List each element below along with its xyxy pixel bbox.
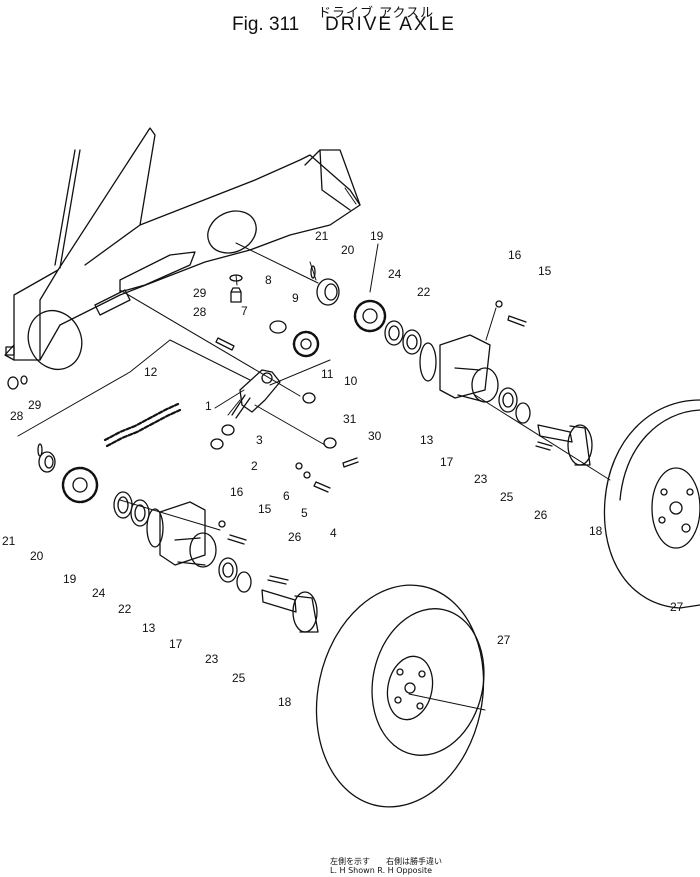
sprocket-small-9: [292, 330, 320, 358]
bearings-lower: [113, 491, 164, 548]
callout-27-upper: 27: [670, 600, 684, 614]
leader-lines: [17, 187, 611, 711]
callout-22-upper: 22: [417, 285, 431, 299]
callout-labels: 1 2 3 4 5 6 7 8 9 10 11 12 13 13 15 15 1…: [2, 229, 684, 709]
callout-8: 8: [265, 273, 272, 287]
footer-note-japanese: 左側を示す 右側は勝手違い: [330, 857, 442, 866]
sprocket-hub-20: [38, 278, 340, 473]
wheel-upper-right: [603, 399, 700, 609]
axle-housing-lower-17: [159, 501, 217, 568]
figure-number: Fig. 311: [232, 14, 300, 35]
callout-20-upper: 20: [341, 243, 355, 257]
callout-24-upper: 24: [388, 267, 402, 281]
footer-note: L. H Shown R. H Opposite: [330, 866, 433, 875]
wheel-lower: [315, 584, 485, 808]
callout-3: 3: [256, 433, 263, 447]
callout-23-lower: 23: [205, 652, 219, 666]
callout-25-upper: 25: [500, 490, 514, 504]
axle-housing-upper-17: [439, 334, 499, 403]
figure-title: DRIVE AXLE: [325, 14, 456, 35]
callout-17-lower: 17: [169, 637, 183, 651]
callout-23-upper: 23: [474, 472, 488, 486]
callout-6: 6: [283, 489, 290, 503]
callout-5: 5: [301, 506, 308, 520]
chain-case-frame: [4, 127, 361, 370]
callout-15-upper: 15: [538, 264, 552, 278]
callout-20-lower: 20: [30, 549, 44, 563]
callout-13-lower: 13: [142, 621, 156, 635]
callout-28-lower: 28: [10, 409, 24, 423]
callout-21-lower: 21: [2, 534, 16, 548]
callout-1: 1: [205, 399, 212, 413]
callout-19-lower: 19: [63, 572, 77, 586]
callout-29-lower: 29: [28, 398, 42, 412]
callout-15-lower: 15: [258, 502, 272, 516]
bearings-upper-right: [498, 387, 531, 424]
callout-4: 4: [330, 526, 337, 540]
axle-shaft-lower-18: [261, 575, 319, 633]
callout-11: 11: [321, 367, 334, 381]
callout-16-lower: 16: [230, 485, 244, 499]
callout-9: 9: [292, 291, 299, 305]
axle-shaft-upper-18: [535, 424, 593, 466]
callout-10: 10: [344, 374, 358, 388]
callout-17-upper: 17: [440, 455, 454, 469]
small-hardware: [7, 265, 527, 545]
sprocket-upper-19: [353, 299, 387, 333]
callout-7: 7: [241, 304, 248, 318]
callout-22-lower: 22: [118, 602, 132, 616]
sprocket-lower-19: [61, 466, 99, 504]
callout-26-upper: 26: [534, 508, 548, 522]
callout-19-upper: 19: [370, 229, 384, 243]
callout-29-upper: 29: [193, 286, 207, 300]
drive-chain: [103, 402, 182, 448]
callout-21-upper: 21: [315, 229, 329, 243]
callout-24-lower: 24: [92, 586, 106, 600]
callout-13-upper: 13: [420, 433, 434, 447]
callout-18-upper: 18: [589, 524, 603, 538]
figure-title-japanese: ドライブ アクスル: [318, 6, 435, 21]
bearings-upper: [384, 320, 437, 382]
callout-30: 30: [368, 429, 382, 443]
callout-26-lower: 26: [288, 530, 302, 544]
callout-2: 2: [251, 459, 258, 473]
callout-12: 12: [144, 365, 158, 379]
callout-27-lower: 27: [497, 633, 511, 647]
callout-28-upper: 28: [193, 305, 207, 319]
callout-16-upper: 16: [508, 248, 522, 262]
callout-31: 31: [343, 412, 357, 426]
callout-18-lower: 18: [278, 695, 292, 709]
callout-25-lower: 25: [232, 671, 246, 685]
chain-tensioner: [231, 369, 281, 419]
bearings-lower-right: [218, 557, 252, 593]
